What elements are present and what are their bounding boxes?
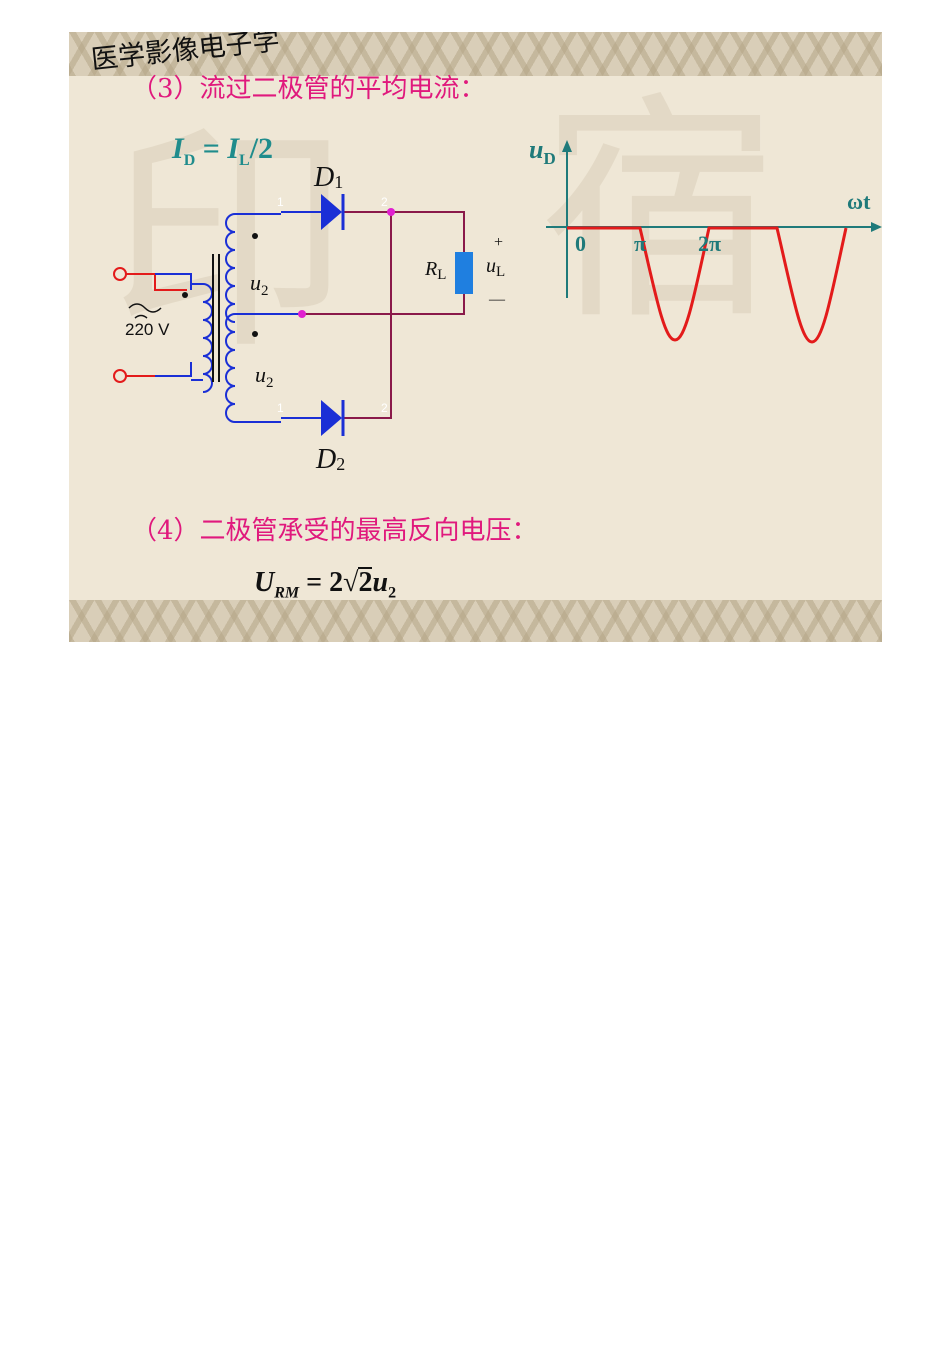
formula-var: U [254, 567, 275, 598]
top-decorative-border [69, 32, 882, 76]
sqrt-radicand: 2 [358, 567, 373, 598]
formula-sub: D [183, 152, 196, 169]
waveform-x-label: ωt [847, 189, 871, 214]
source-voltage-label: 220 V [125, 320, 170, 339]
primary-winding [191, 283, 213, 393]
output-plus: + [494, 234, 503, 251]
output-minus: — [488, 291, 506, 308]
formula-sub: RM [274, 584, 300, 602]
secondary-winding-upper [225, 213, 236, 323]
sqrt-icon: √ [343, 567, 359, 598]
slide: 印 宿 医学影像电子学 （3）流过二极管的平均电流： ID = IL/2 [69, 32, 882, 642]
background-calligraphy: 宿 [539, 72, 780, 352]
formula-var: I [227, 132, 240, 165]
output-voltage-label: uL [486, 255, 505, 280]
diode1-label: D1 [313, 162, 343, 193]
bottom-decorative-border [69, 600, 882, 642]
x-axis-arrow-icon [871, 222, 882, 232]
ac-source-icon [134, 314, 148, 319]
max-reverse-voltage-formula: URM = 2√2u2 [254, 567, 396, 603]
diode2-pin1: 1 [277, 401, 284, 415]
formula-eq: = 2 [299, 567, 344, 598]
secondary-winding-lower [225, 313, 236, 423]
diode-current-formula: ID = IL/2 [172, 132, 273, 170]
tick-label-0: 0 [575, 231, 586, 256]
junction-nodes [298, 208, 395, 318]
diode-d2 [281, 400, 345, 436]
tick-label-pi: π [634, 231, 646, 256]
formula-eq: = [195, 132, 228, 165]
formula-sub: 2 [388, 584, 397, 602]
secondary-leads [235, 213, 301, 423]
section4-heading: （4）二极管承受的最高反向电压： [131, 516, 538, 546]
formula-var: I [172, 132, 184, 165]
tick-label-2pi: 2π [698, 231, 721, 256]
diode1-pin2: 2 [381, 195, 388, 209]
diode2-label: D2 [315, 444, 345, 475]
section3-heading: （3）流过二极管的平均电流： [131, 74, 486, 104]
diode2-pin2: 2 [381, 401, 388, 415]
winding-label-lower: u2 [255, 362, 274, 391]
diode1-pin1: 1 [277, 195, 284, 209]
load-resistor [455, 252, 473, 294]
formula-tail: /2 [249, 132, 274, 165]
output-wiring [301, 211, 465, 419]
waveform-trace [567, 226, 848, 344]
waveform-y-label: uD [529, 135, 556, 168]
winding-label-upper: u2 [250, 270, 269, 299]
y-axis-arrow-icon [562, 140, 572, 152]
diode-d1 [281, 194, 345, 230]
ac-source-icon [128, 303, 162, 313]
formula-sub: L [239, 152, 250, 169]
formula-var: u [372, 567, 389, 598]
diode-voltage-waveform: uD ωt 0 π 2π [529, 135, 882, 344]
transformer-core [212, 254, 220, 382]
polarity-dots [182, 233, 258, 337]
background-calligraphy: 印 [109, 102, 350, 382]
rectifier-circuit-diagram: 220 V u2 u2 D1 D2 1 2 1 2 RL uL + — uD ω… [113, 135, 882, 475]
load-label: RL [424, 258, 446, 283]
